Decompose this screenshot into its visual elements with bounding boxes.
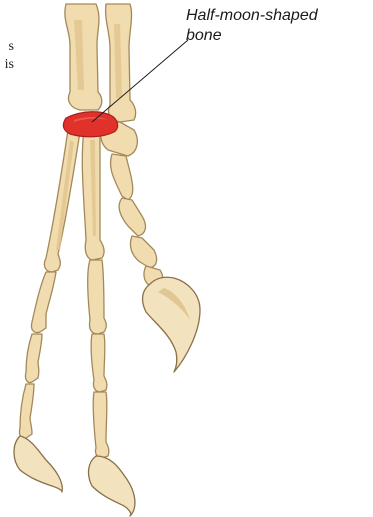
right-phalanx-1 — [119, 198, 145, 236]
left-digit — [14, 130, 80, 492]
radius-bone — [65, 4, 102, 110]
right-claw — [143, 277, 200, 372]
middle-phalanx-1 — [88, 260, 107, 334]
half-moon-shaped-bone — [63, 112, 117, 137]
right-digit — [101, 122, 200, 372]
left-phalanx-2 — [25, 334, 42, 383]
right-metacarpal — [110, 154, 132, 200]
left-phalanx-3 — [19, 384, 34, 439]
callout-leader-line — [92, 40, 188, 122]
left-metacarpal — [44, 130, 80, 272]
left-phalanx-1 — [31, 272, 56, 333]
middle-phalanx-2 — [91, 334, 107, 392]
right-phalanx-2 — [130, 236, 156, 268]
left-claw — [14, 436, 62, 492]
middle-phalanx-3 — [93, 392, 109, 458]
middle-claw — [89, 456, 135, 516]
forearm-bones — [65, 4, 136, 122]
